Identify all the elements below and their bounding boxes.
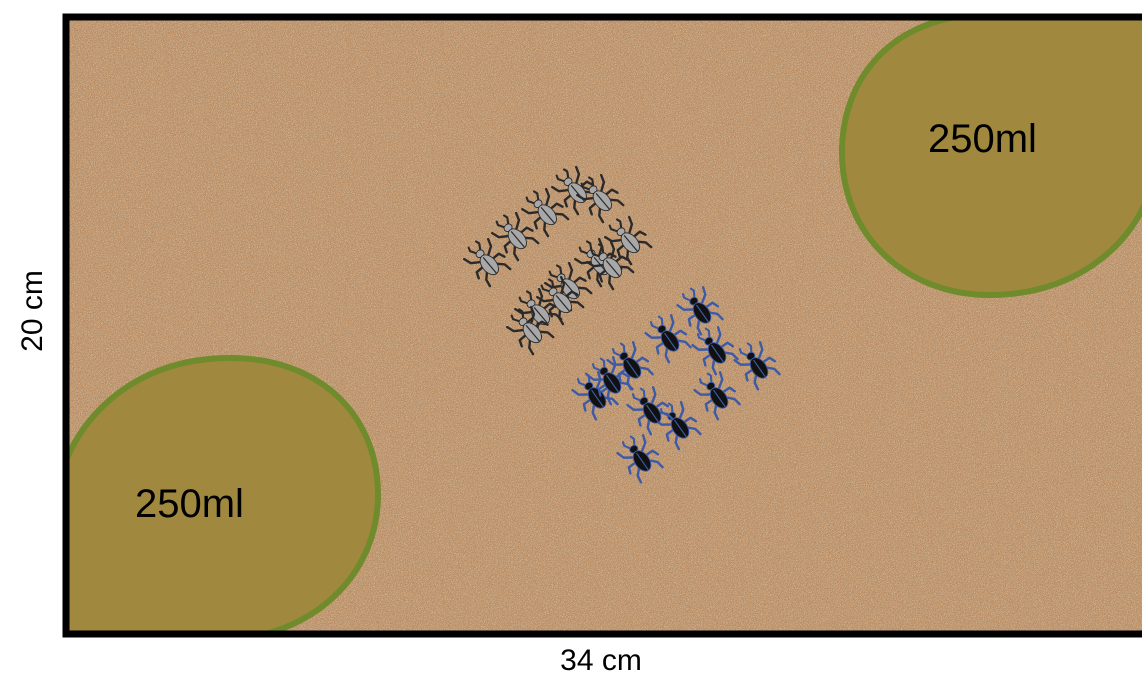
- arena-border: [62, 13, 1142, 638]
- arena-height-label: 20 cm: [16, 270, 49, 352]
- container-volume-label-bottom-left: 250ml: [135, 482, 244, 526]
- container-volume-label-top-right: 250ml: [928, 117, 1037, 161]
- water-container-bottom-left: [66, 354, 382, 634]
- arena-width-label: 34 cm: [560, 644, 642, 677]
- water-container-top-right: [838, 17, 1142, 299]
